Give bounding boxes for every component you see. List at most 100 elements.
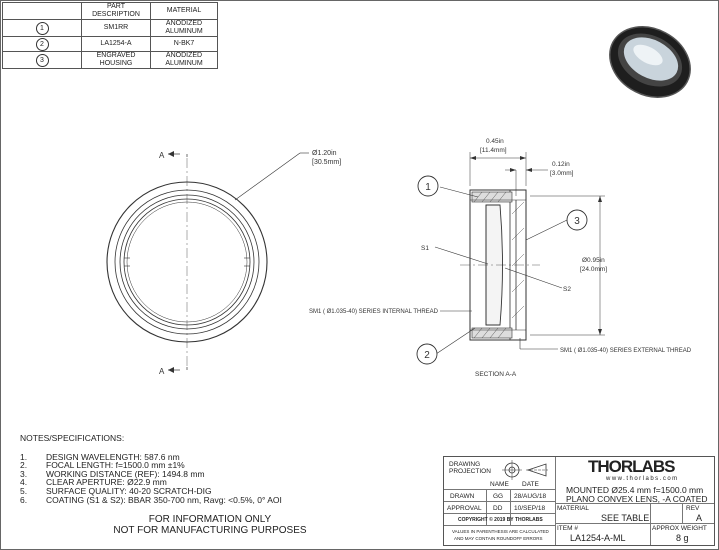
- drawn-name: GG: [493, 493, 504, 500]
- material-value: SEE TABLE: [601, 513, 650, 523]
- item-number-value: LA1254-A-ML: [570, 533, 626, 543]
- bom-row: 1 SM1RR ANODIZED ALUMINUM: [2, 19, 218, 37]
- dim-arrow: [510, 168, 516, 172]
- note-item: 1. DESIGN WAVELENGTH: 587.6 nm: [20, 451, 282, 462]
- bom-item-cell: 3: [2, 51, 82, 69]
- bom-material: ANODIZED ALUMINUM: [150, 19, 218, 37]
- bom-row: 2 LA1254-A N-BK7: [2, 36, 218, 52]
- dim-arrow: [598, 329, 602, 335]
- information-only-line-1: FOR INFORMATION ONLY: [148, 514, 272, 525]
- weight-value: 8 g: [676, 533, 689, 543]
- bom-item-balloon: 1: [35, 21, 49, 35]
- part-description-line-1: MOUNTED Ø25.4 mm f=1500.0 mm: [566, 485, 704, 495]
- dim-arrow: [526, 168, 532, 172]
- weight-label: APPROX WEIGHT: [652, 525, 707, 532]
- surface-label-s2: S2: [563, 286, 571, 293]
- notes-specifications: NOTES/SPECIFICATIONS: 1. DESIGN WAVELENGT…: [20, 434, 282, 504]
- svg-text:1: 1: [425, 182, 431, 193]
- drawn-label: DRAWN: [450, 493, 475, 500]
- thorlabs-logo: THORLABS: [588, 457, 675, 476]
- bom-row: 3 ENGRAVED HOUSING ANODIZED ALUMINUM: [2, 51, 218, 69]
- bom-description: ENGRAVED HOUSING: [81, 51, 151, 69]
- note-item: 3. WORKING DISTANCE (REF): 1494.8 mm: [20, 470, 282, 479]
- section-arrow-top: [168, 151, 174, 157]
- front-diameter-in: Ø1.20in: [312, 150, 337, 157]
- bom-description: LA1254-A: [81, 36, 151, 52]
- information-only-line-2: NOT FOR MANUFACTURING PURPOSES: [113, 525, 307, 536]
- bom-header-material: MATERIAL: [150, 2, 218, 20]
- note-item: 2. FOCAL LENGTH: f=1500.0 mm ±1%: [20, 461, 282, 470]
- bom-header-description: PART DESCRIPTION: [81, 2, 151, 20]
- section-label-bottom: A: [159, 367, 165, 376]
- part-description-line-2: PLANO CONVEX LENS, -A COATED: [566, 494, 708, 504]
- thorlabs-website: www.thorlabs.com: [606, 476, 679, 482]
- bom-material: N-BK7: [150, 36, 218, 52]
- bom-header-item: [2, 2, 82, 20]
- svg-text:3: 3: [574, 216, 580, 227]
- svg-text:2: 2: [424, 350, 430, 361]
- dim-width-in: 0.45in: [486, 138, 504, 145]
- surface-label-s1: S1: [421, 245, 429, 252]
- note-item: 5. SURFACE QUALITY: 40-20 SCRATCH-DIG: [20, 487, 282, 496]
- balloon-3: 3: [566, 209, 588, 231]
- note-number: 5.: [20, 485, 28, 496]
- projection-label-2: PROJECTION: [449, 468, 491, 475]
- section-view: [434, 152, 605, 355]
- bom-description: SM1RR: [81, 19, 151, 37]
- bom-header-row: PART DESCRIPTION MATERIAL: [2, 2, 218, 20]
- external-thread-callout: SM1 ( Ø1.035-40) SERIES EXTERNAL THREAD: [560, 348, 692, 354]
- roundoff-disclaimer-2: AND MAY CONTAIN ROUNDOFF ERRORS: [454, 536, 543, 541]
- note-item: 6. COATING (S1 & S2): BBAR 350-700 nm, Ra…: [20, 494, 282, 505]
- note-text: DESIGN WAVELENGTH: 587.6 nm: [46, 451, 180, 462]
- title-block: DRAWING PROJECTION NAME DATE DRAWN GG 28…: [443, 456, 715, 546]
- internal-thread-callout: SM1 ( Ø1.035-40) SERIES INTERNAL THREAD: [309, 309, 439, 315]
- section-arrow-bottom: [168, 367, 174, 373]
- bill-of-materials: PART DESCRIPTION MATERIAL 1 SM1RR ANODIZ…: [2, 2, 218, 69]
- dim-arrow: [520, 156, 526, 160]
- note-text: FOCAL LENGTH: f=1500.0 mm ±1%: [46, 460, 185, 471]
- balloon-2: 2: [416, 343, 438, 365]
- drawn-date: 28/AUG/18: [514, 493, 547, 500]
- third-angle-projection-icon: [502, 460, 548, 480]
- note-text: COATING (S1 & S2): BBAR 350-700 nm, Ravg…: [46, 494, 282, 505]
- dim-lip-in: 0.12in: [552, 161, 570, 168]
- note-number: 1.: [20, 451, 28, 462]
- note-number: 6.: [20, 494, 28, 505]
- dim-arrow: [598, 196, 602, 202]
- dim-width-mm: [11.4mm]: [480, 147, 507, 154]
- dim-bore-in: Ø0.95in: [582, 257, 605, 264]
- section-label-top: A: [159, 151, 165, 160]
- dim-arrow: [470, 156, 476, 160]
- product-photo: [609, 26, 691, 98]
- rev-value: A: [696, 513, 703, 523]
- bom-material: ANODIZED ALUMINUM: [150, 51, 218, 69]
- approval-date: 10/SEP/18: [514, 505, 546, 512]
- section-caption: SECTION A-A: [475, 371, 517, 378]
- item-number-label: ITEM #: [557, 525, 578, 532]
- front-view: [106, 152, 309, 371]
- bom-item-balloon: 2: [35, 37, 49, 51]
- note-text: CLEAR APERTURE: Ø22.9 mm: [46, 477, 167, 488]
- bom-item-balloon: 3: [35, 53, 49, 67]
- note-number: 3.: [20, 468, 28, 479]
- note-text: SURFACE QUALITY: 40-20 SCRATCH-DIG: [46, 485, 212, 496]
- dim-bore-mm: [24.0mm]: [580, 266, 607, 273]
- bom-item-cell: 2: [2, 36, 82, 52]
- note-text: WORKING DISTANCE (REF): 1494.8 mm: [46, 468, 205, 479]
- projection-label-1: DRAWING: [449, 461, 481, 468]
- name-header: NAME: [490, 481, 509, 488]
- approval-label: APPROVAL: [447, 505, 482, 512]
- balloon-1: 1: [417, 175, 439, 197]
- note-number: 4.: [20, 477, 28, 488]
- roundoff-disclaimer-1: VALUES IN PARENTHESIS ARE CALCULATED: [452, 529, 549, 534]
- bom-item-cell: 1: [2, 19, 82, 37]
- notes-title: NOTES/SPECIFICATIONS:: [20, 433, 125, 443]
- material-label: MATERIAL: [557, 505, 590, 512]
- note-item: 4. CLEAR APERTURE: Ø22.9 mm: [20, 478, 282, 487]
- dim-lip-mm: [3.0mm]: [550, 170, 574, 177]
- approval-name: DD: [493, 505, 503, 512]
- note-number: 2.: [20, 460, 28, 471]
- date-header: DATE: [522, 481, 539, 488]
- information-only-notice: FOR INFORMATION ONLY NOT FOR MANUFACTURI…: [100, 514, 320, 536]
